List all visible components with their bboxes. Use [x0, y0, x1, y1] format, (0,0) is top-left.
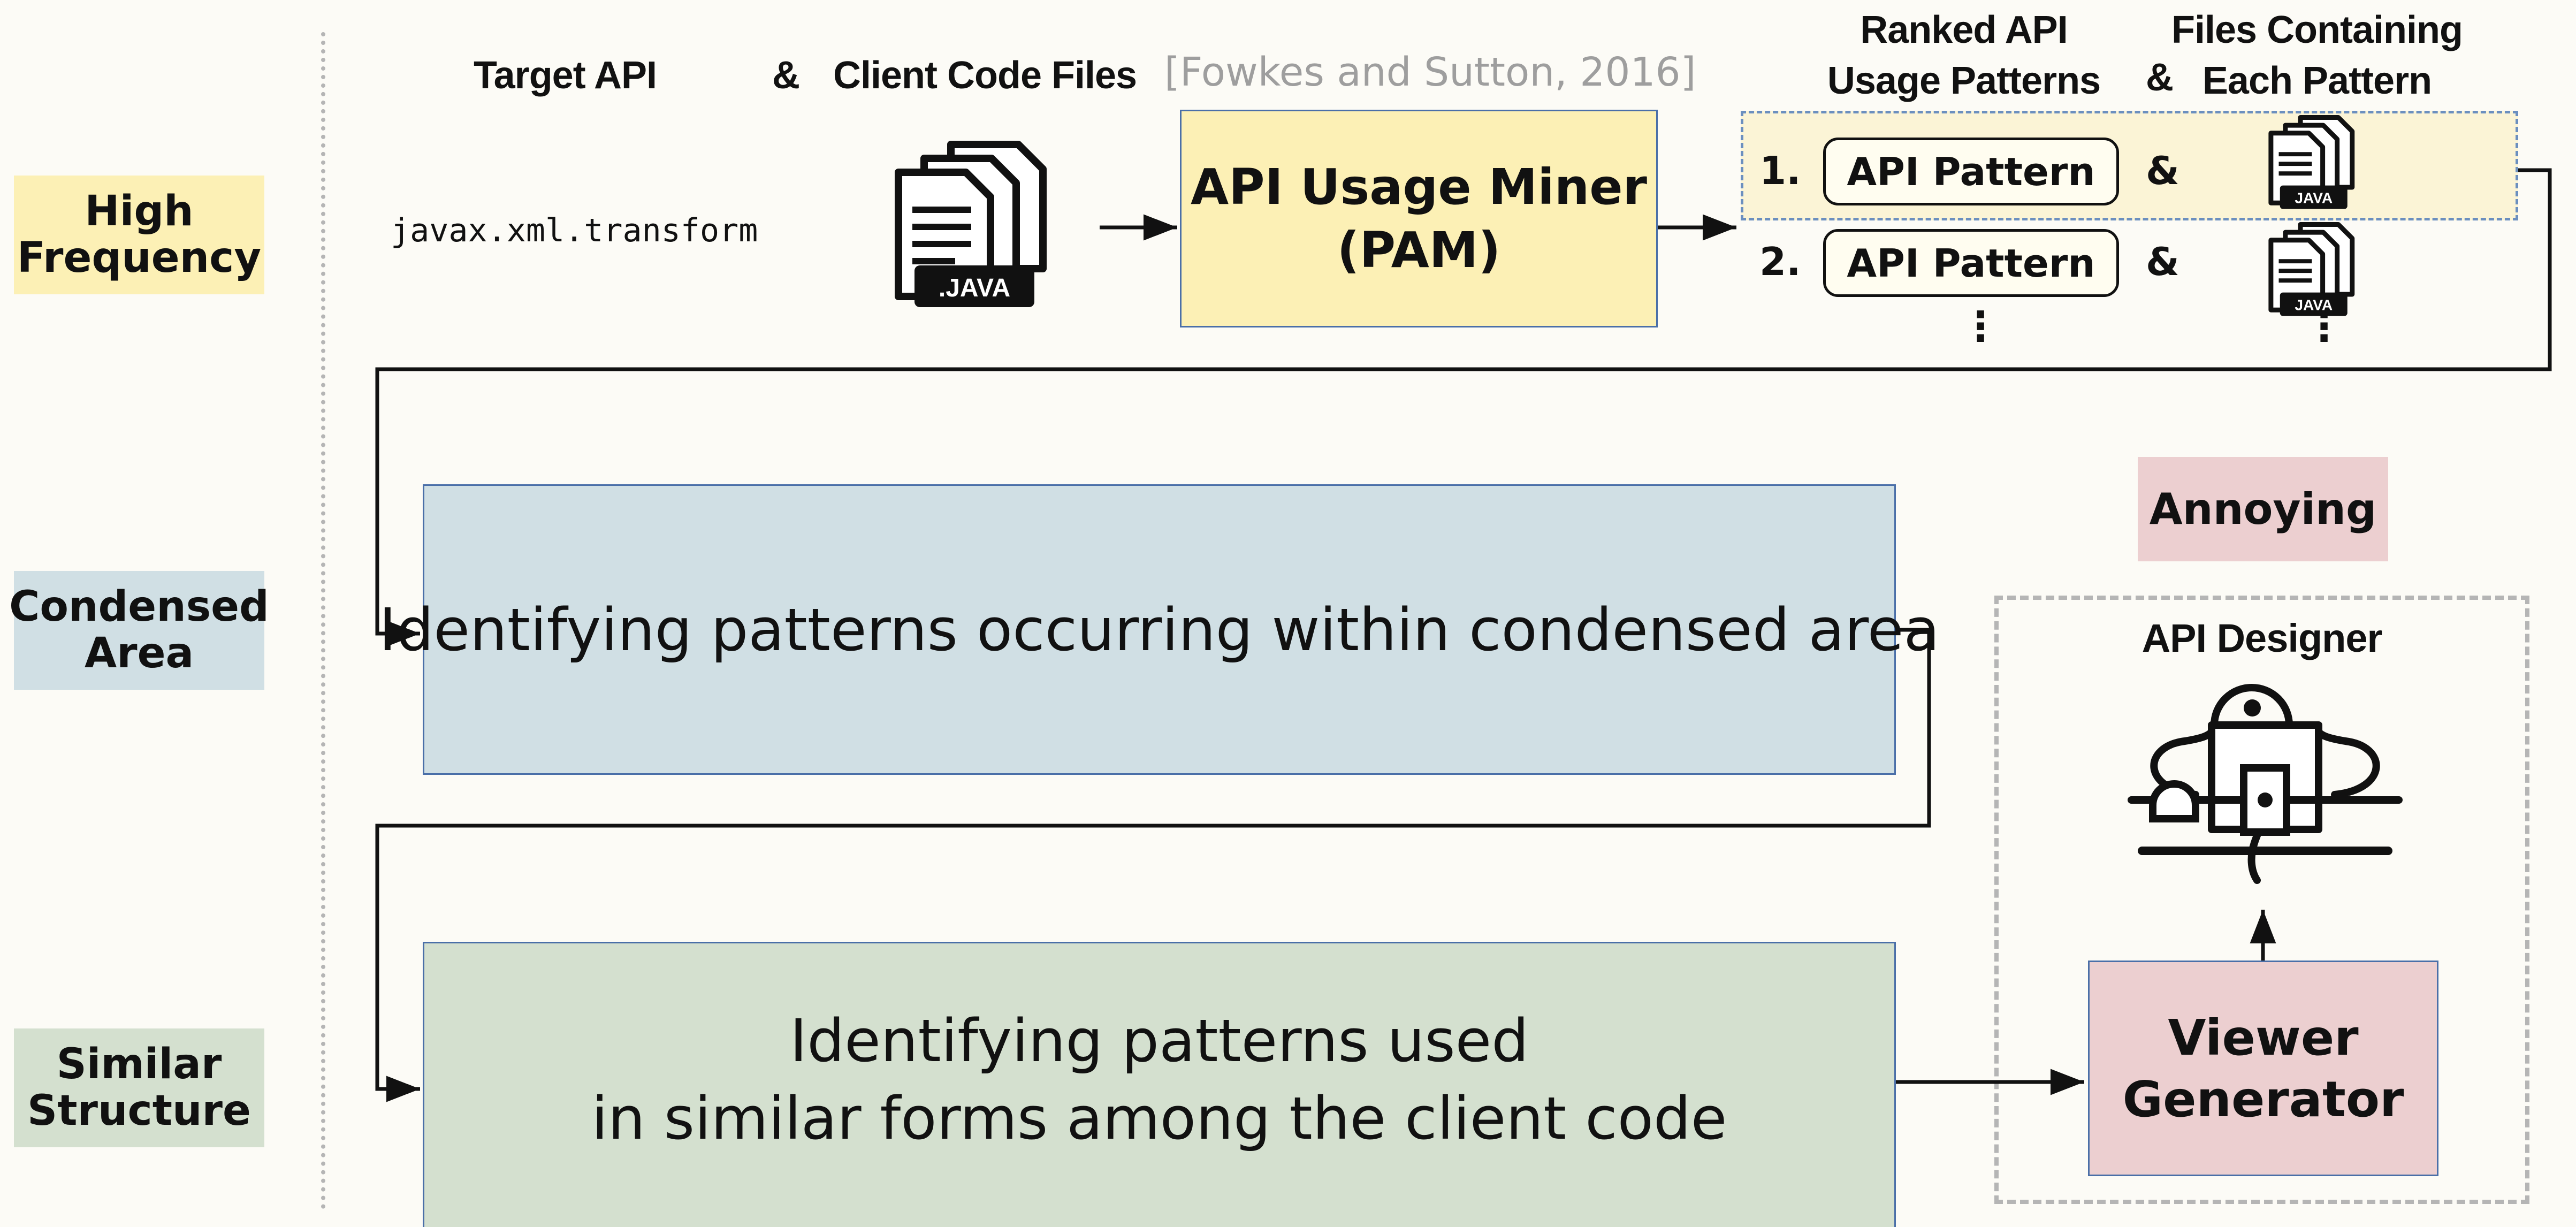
left-separator [321, 32, 325, 1209]
api-usage-miner-box: API Usage Miner (PAM) [1180, 110, 1658, 327]
condensed-area-box: Identifying patterns occurring within co… [379, 484, 1940, 775]
api-pattern-1: API Pattern [1823, 138, 2119, 205]
person-at-laptop-icon [2121, 666, 2410, 891]
java-files-icon-label: .JAVA [939, 274, 1010, 302]
similar-structure-box: Identifying patterns used in similar for… [423, 942, 1896, 1227]
api-pattern-2: API Pattern [1823, 229, 2119, 297]
label-condensed-area: Condensed Area [9, 571, 269, 690]
java-files-icon-small-2-label: JAVA [2295, 296, 2333, 313]
similar-structure-text: Identifying patterns used in similar for… [591, 1006, 1727, 1153]
viewer-generator-box: Viewer Generator [2088, 961, 2438, 1176]
java-files-icon-small-1: JAVA [2267, 112, 2363, 214]
pattern-rank-1: 1. [1759, 148, 1801, 193]
pattern-ellipsis: ⋮ [1960, 302, 2001, 350]
label-similar-structure: Similar Structure [14, 1028, 264, 1147]
header-ranked-patterns: Ranked API Usage Patterns [1827, 8, 2101, 102]
header-ampersand-1: & [772, 54, 800, 97]
header-client-code-files: Client Code Files [833, 54, 1137, 97]
annoying-label: Annoying [2138, 457, 2388, 561]
header-files-containing: Files Containing Each Pattern [2171, 8, 2463, 102]
annoying-label-text: Annoying [2149, 484, 2377, 534]
java-files-icon: .JAVA [891, 140, 1062, 311]
java-files-icon-small-1-label: JAVA [2295, 189, 2333, 206]
citation: [Fowkes and Sutton, 2016] [1164, 49, 1696, 95]
api-usage-miner-label: API Usage Miner (PAM) [1190, 158, 1648, 279]
pattern-ampersand-2: & [2146, 239, 2179, 284]
header-ampersand-2: & [2146, 56, 2174, 99]
viewer-generator-label: Viewer Generator [2122, 1009, 2404, 1128]
target-api-value: javax.xml.transform [391, 212, 758, 249]
java-files-icon-small-2: JAVA [2267, 219, 2363, 321]
condensed-area-text: Identifying patterns occurring within co… [379, 595, 1940, 664]
pattern-rank-2: 2. [1759, 239, 1801, 284]
pattern-ampersand-1: & [2146, 148, 2179, 193]
label-high-frequency: High Frequency [14, 176, 264, 294]
api-designer-panel [1994, 596, 2529, 1204]
header-target-api: Target API [474, 54, 657, 97]
api-designer-label: API Designer [2141, 615, 2383, 660]
